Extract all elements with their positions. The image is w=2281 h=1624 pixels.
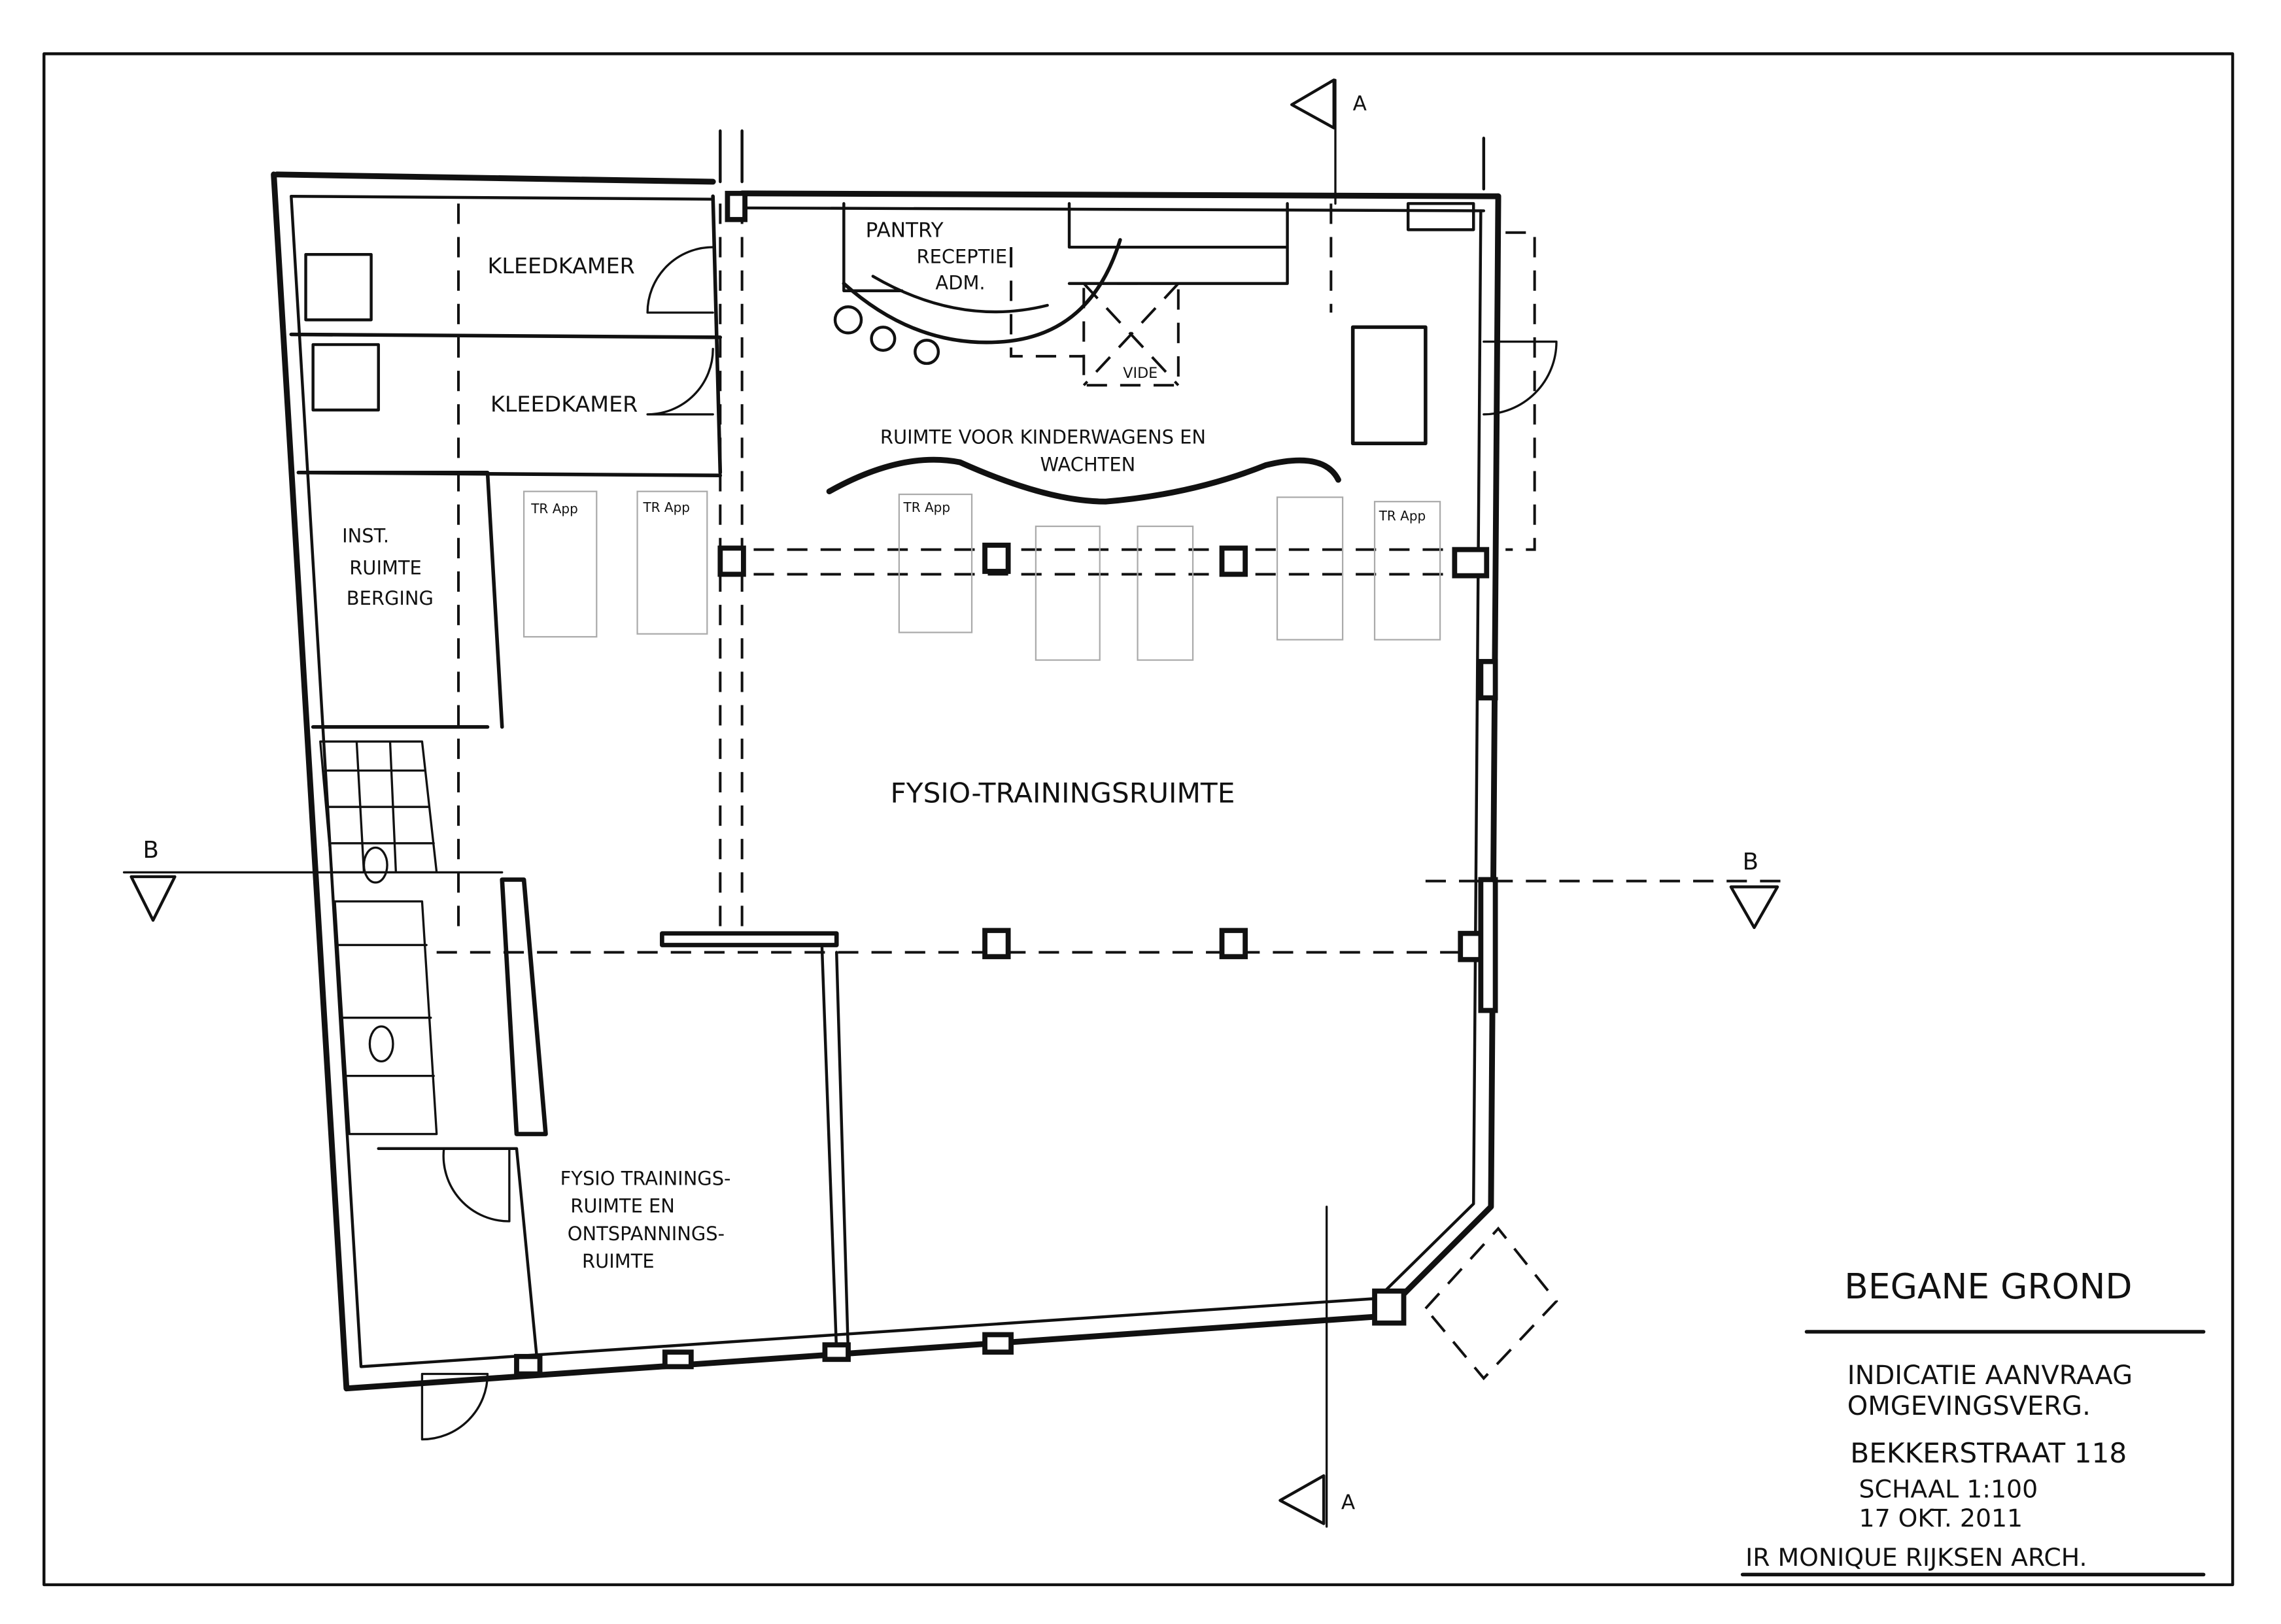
training-equipment: TR App TR App TR App TR App (523, 490, 1441, 661)
beam-lines (436, 203, 1558, 1381)
architect-name: IR MONIQUE RIJKSEN ARCH. (1745, 1543, 2087, 1572)
sheet-border (43, 52, 2235, 1587)
section-marker-a-top: A (1353, 92, 1367, 116)
room-label-kleedkamer: KLEEDKAMER (488, 253, 635, 279)
equipment-label: TR App (1379, 508, 1426, 524)
room-label-fysio2: RUIMTE EN (570, 1195, 675, 1217)
equipment-label: TR App (903, 499, 951, 515)
section-markers: B B A A (122, 78, 1782, 1528)
drawing-scale: SCHAAL 1:100 (1859, 1475, 2038, 1504)
section-marker-b-left: B (143, 837, 158, 864)
equipment-label: TR App (642, 499, 690, 515)
columns (514, 190, 1498, 1377)
room-label-adm: ADM. (935, 272, 985, 294)
title-line1: INDICATIE AANVRAAG (1847, 1361, 2133, 1391)
room-label-fysio: FYSIO-TRAININGSRUIMTE (891, 777, 1235, 809)
room-label-inst: INST. (342, 524, 389, 547)
equipment-label: TR App (530, 501, 578, 516)
title-block: BEGANE GROND INDICATIE AANVRAAG OMGEVING… (1740, 1266, 2206, 1577)
room-labels: KLEEDKAMER KLEEDKAMER PANTRY RECEPTIE AD… (342, 218, 1235, 1272)
room-label-fysio2: FYSIO TRAININGS- (560, 1167, 731, 1189)
project-address: BEKKERSTRAAT 118 (1850, 1437, 2127, 1469)
interior-walls (289, 194, 1558, 1441)
room-label-inst: BERGING (347, 587, 434, 609)
room-label-kleedkamer: KLEEDKAMER (490, 391, 638, 416)
title-line2: OMGEVINGSVERG. (1847, 1391, 2091, 1421)
room-label-wachten: WACHTEN (1040, 454, 1136, 476)
exterior-walls (271, 129, 1501, 1392)
room-label-fysio2: RUIMTE (582, 1250, 655, 1272)
drawing-date: 17 OKT. 2011 (1859, 1504, 2023, 1532)
drawing-title: BEGANE GROND (1844, 1266, 2132, 1307)
section-marker-a-bottom: A (1341, 1491, 1356, 1514)
room-label-vide: VIDE (1123, 365, 1158, 382)
section-marker-b-right: B (1743, 849, 1758, 875)
room-label-inst: RUIMTE (349, 556, 422, 579)
room-label-receptie: RECEPTIE (917, 246, 1008, 268)
room-label-wachten: RUIMTE VOOR KINDERWAGENS EN (880, 426, 1206, 448)
room-label-fysio2: ONTSPANNINGS- (568, 1223, 725, 1245)
room-label-pantry: PANTRY (866, 218, 944, 242)
